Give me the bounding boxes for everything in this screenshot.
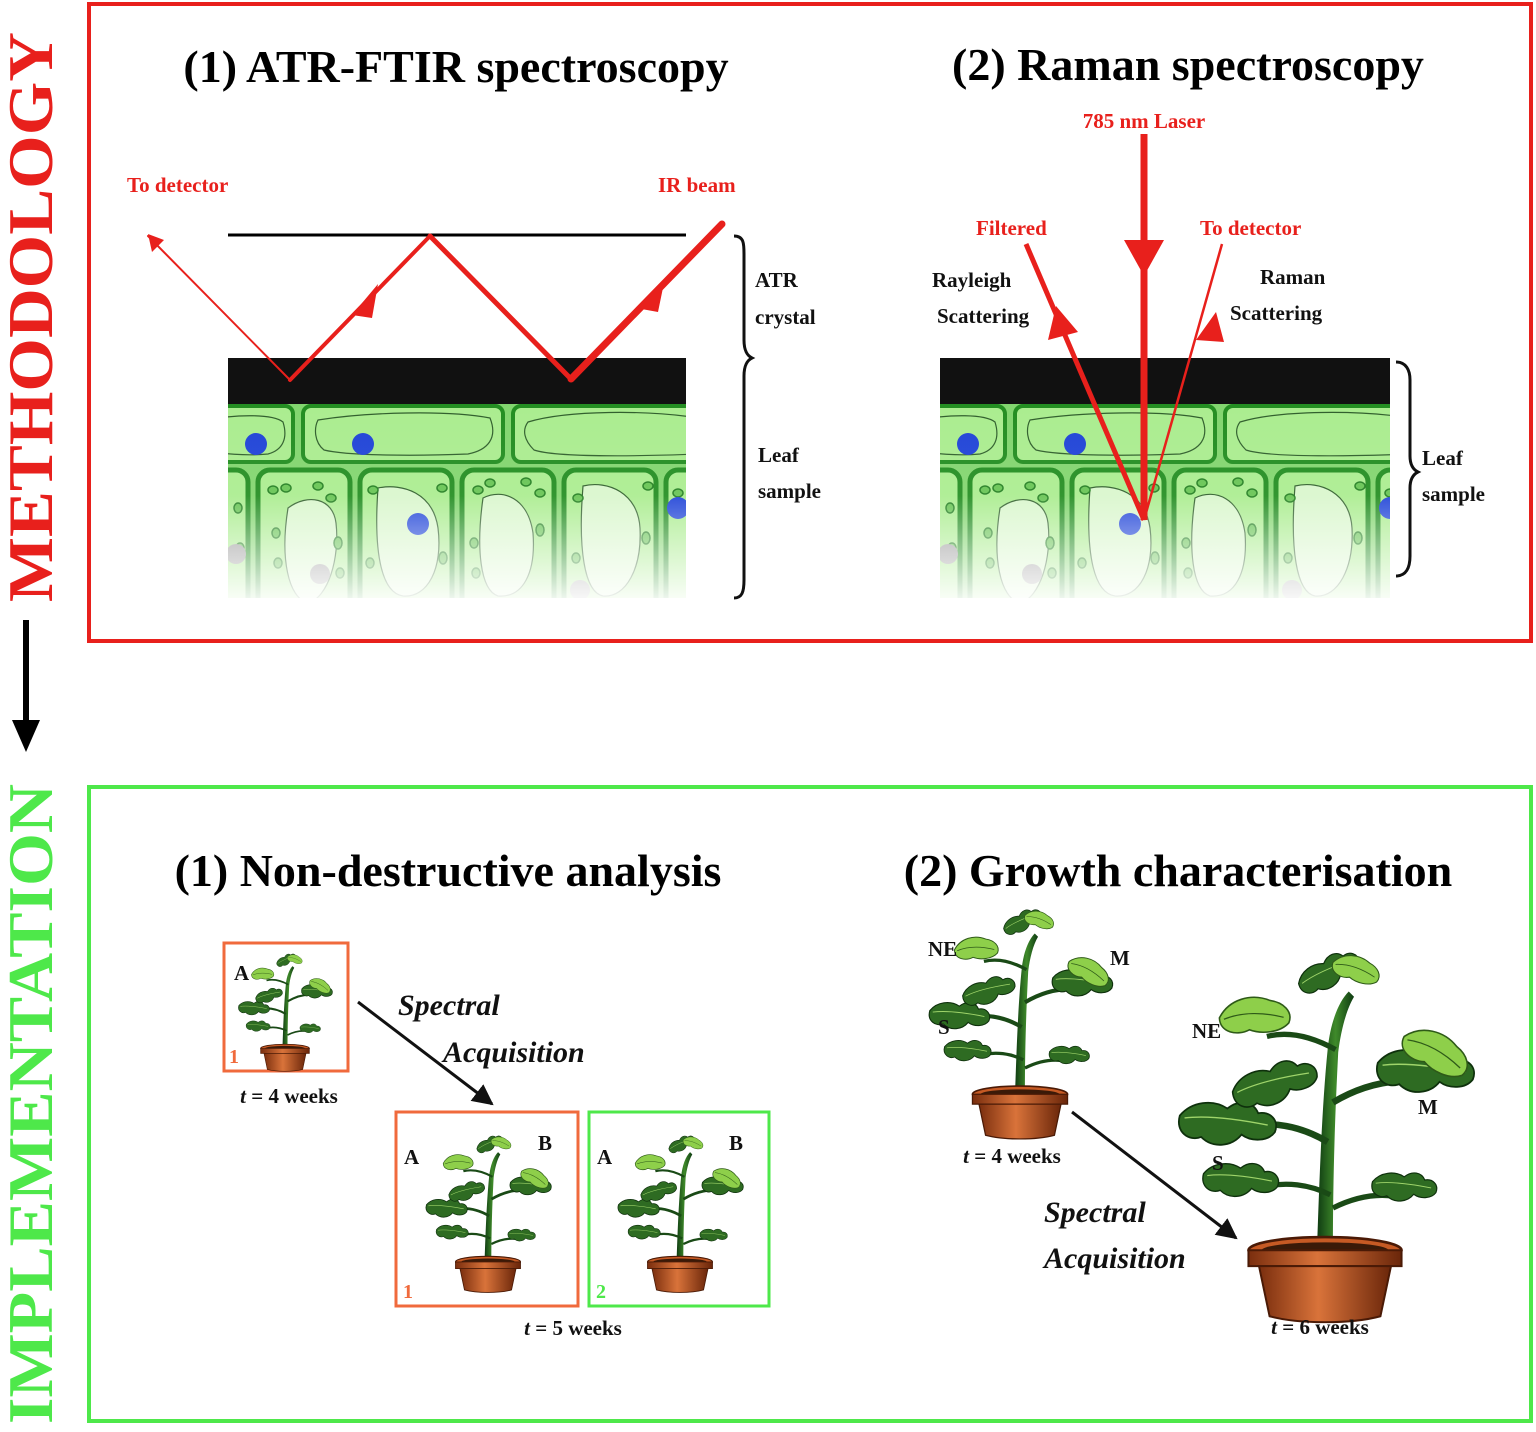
nda-plant2-box-number: 1 xyxy=(403,1281,413,1303)
raman-rayleigh-label-1: Rayleigh xyxy=(932,268,1012,292)
raman-title: (2) Raman spectroscopy xyxy=(952,39,1424,90)
atr-ir-beam-path xyxy=(147,220,726,383)
nda-title: (1) Non-destructive analysis xyxy=(175,845,722,896)
raman-contact-layer xyxy=(940,358,1390,404)
raman-leaf-label-1: Leaf xyxy=(1422,446,1464,470)
nda-acquisition-label: Acquisition xyxy=(441,1036,585,1069)
raman-arrowheads xyxy=(1048,240,1224,342)
growth-t4-label: t = 4 weeks xyxy=(963,1144,1061,1168)
growth-big-m-label: M xyxy=(1418,1095,1438,1119)
raman-scattering-label-1: Raman xyxy=(1260,265,1326,289)
atr-leaf-label-2: sample xyxy=(758,479,821,503)
growth-big-ne-label: NE xyxy=(1192,1019,1221,1043)
nda-plant1-label-a: A xyxy=(234,961,250,985)
side-label-implementation: IMPLEMENTATION xyxy=(0,784,66,1424)
raman-scattering-label-2: Scattering xyxy=(1230,301,1323,325)
atr-braces xyxy=(733,234,756,600)
nda-plant1-box-number: 1 xyxy=(229,1046,239,1068)
growth-big-plant xyxy=(1179,944,1475,1322)
growth-title: (2) Growth characterisation xyxy=(904,845,1452,896)
raman-beams xyxy=(1023,134,1224,521)
growth-small-ne-label: NE xyxy=(928,937,957,961)
nda-plant2-label-b: B xyxy=(538,1131,552,1155)
implementation-panel xyxy=(87,785,1533,1423)
nda-plant2-label-a: A xyxy=(404,1145,420,1169)
growth-small-s-label: S xyxy=(938,1015,950,1039)
growth-t6-label: t = 6 weeks xyxy=(1271,1315,1369,1339)
raman-rayleigh-label-2: Scattering xyxy=(937,304,1030,328)
nda-spectral-label: Spectral xyxy=(398,989,500,1022)
atr-crystal-label-1: ATR xyxy=(755,268,799,292)
raman-filtered-label: Filtered xyxy=(976,216,1047,240)
atr-ir-beam-label: IR beam xyxy=(658,173,736,197)
atr-crystal-label-2: crystal xyxy=(755,305,816,329)
growth-acquisition-label: Acquisition xyxy=(1042,1242,1186,1275)
nda-plant3-label-a: A xyxy=(597,1145,613,1169)
atr-crystal-contact xyxy=(228,358,686,404)
raman-leaf-label-2: sample xyxy=(1422,482,1485,506)
atr-to-detector-label: To detector xyxy=(127,173,228,197)
growth-small-m-label: M xyxy=(1110,946,1130,970)
growth-spectral-label: Spectral xyxy=(1044,1196,1146,1229)
methodology-panel xyxy=(87,2,1533,643)
nda-plant3-label-b: B xyxy=(729,1131,743,1155)
nda-plant3-box-number: 2 xyxy=(596,1281,606,1303)
growth-big-s-label: S xyxy=(1212,1151,1224,1175)
nda-t5-label: t = 5 weeks xyxy=(524,1316,622,1340)
side-label-methodology: METHODOLOGY xyxy=(0,32,66,602)
atr-beam-arrowheads xyxy=(148,234,665,318)
nda-acquisition-arrow xyxy=(357,1000,494,1106)
atr-title: (1) ATR-FTIR spectroscopy xyxy=(183,41,728,92)
raman-to-detector-label: To detector xyxy=(1200,216,1301,240)
growth-acquisition-arrow xyxy=(1071,1110,1238,1240)
nda-t4-label: t = 4 weeks xyxy=(240,1084,338,1108)
raman-laser-label: 785 nm Laser xyxy=(1083,109,1206,133)
raman-brace xyxy=(1395,360,1422,578)
flow-down-arrow xyxy=(12,620,40,752)
atr-leaf-label-1: Leaf xyxy=(758,443,800,467)
